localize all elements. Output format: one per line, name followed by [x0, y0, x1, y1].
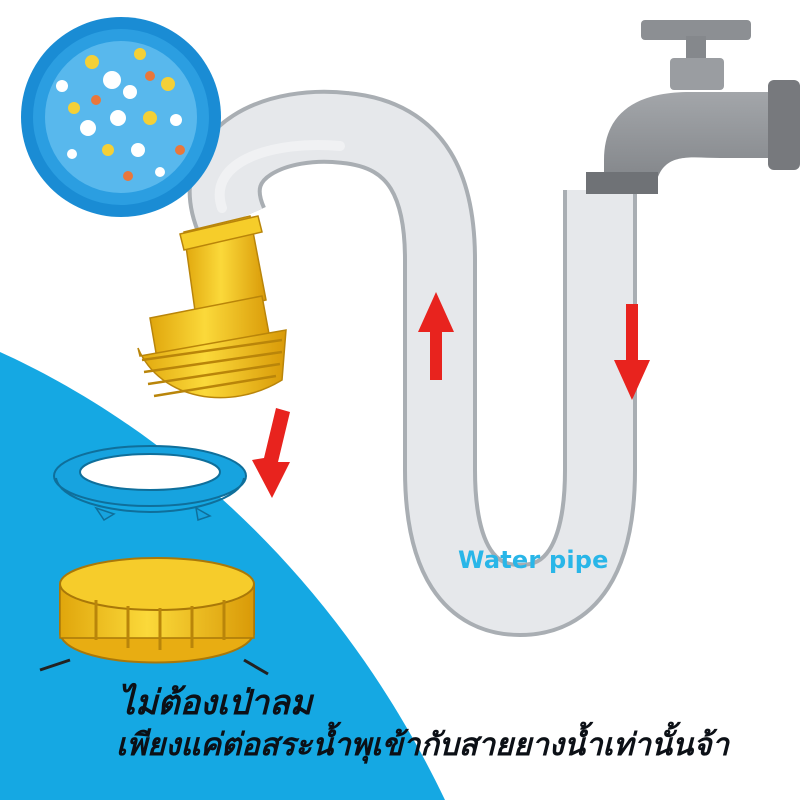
water-faucet-icon	[586, 20, 800, 194]
water-pipe-label: Water pipe	[458, 546, 609, 574]
sealing-ring-icon	[53, 445, 247, 522]
splash-pad-thumbnail	[21, 17, 221, 217]
inlet-cap-icon	[39, 557, 269, 676]
water-pipe	[187, 89, 637, 638]
flow-arrow-icon	[252, 292, 650, 498]
caption-connect-hose: เพียงแค่ต่อสระน้ำพุเข้ากับสายยางน้ำเท่าน…	[116, 727, 729, 763]
hose-connector-icon	[137, 215, 287, 399]
caption-no-inflate: ไม่ต้องเป่าลม	[118, 683, 313, 723]
